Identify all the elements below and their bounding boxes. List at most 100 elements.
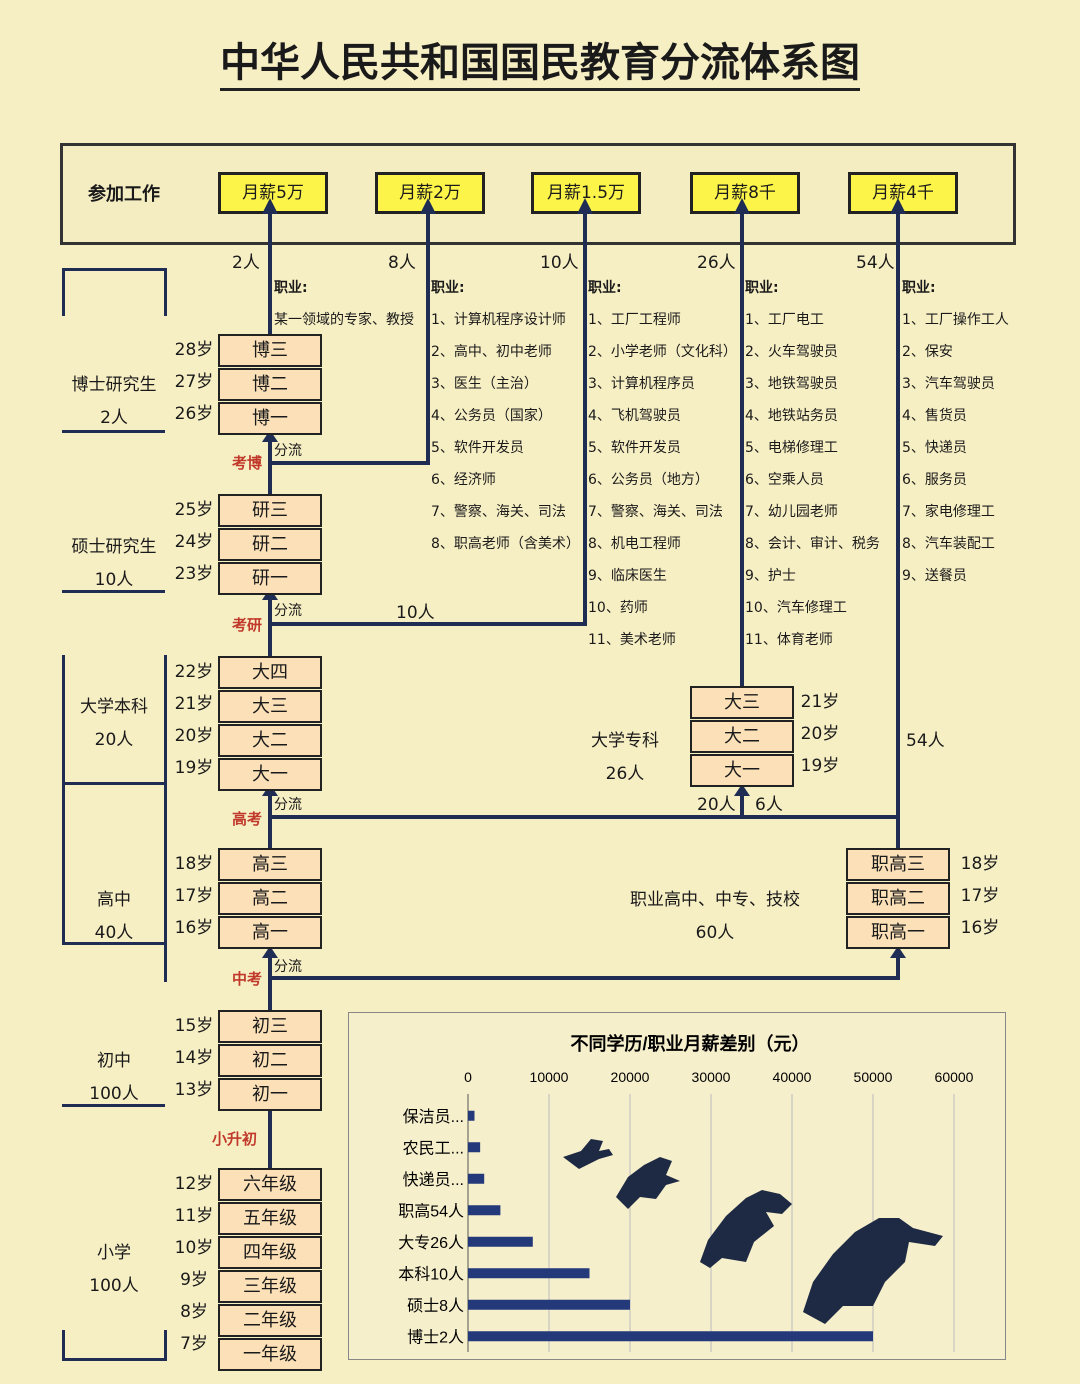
edge-pri-r (164, 1330, 167, 1360)
count-college-in: 20人 (697, 795, 736, 815)
line-college-in (740, 784, 744, 818)
jobs-master: 职业: 1、计算机程序设计师 2、高中、初中老师 3、医生（主治） 4、公务员（… (431, 272, 583, 560)
grade-cell: 大二 (690, 720, 794, 753)
stack-master: 研三 研二 研一 (218, 494, 322, 596)
bar (468, 1236, 533, 1247)
grade-cell: 三年级 (218, 1270, 322, 1303)
arrow-voc (890, 198, 906, 214)
grade-cell: 五年级 (218, 1202, 322, 1235)
stack-bachelor: 大四 大三 大二 大一 (218, 656, 322, 792)
count-master-out: 10人 (396, 603, 435, 623)
line-phd-up (268, 208, 272, 334)
stage-master: 硕士研究生 10人 (62, 532, 166, 590)
job-item: 3、医生（主治） (431, 376, 538, 392)
grade-cell: 六年级 (218, 1168, 322, 1201)
stage-primary-name: 小学 (97, 1243, 131, 1263)
job-item: 1、工厂电工 (745, 312, 824, 328)
ages-college: 21岁 20岁 19岁 (798, 686, 842, 782)
bar (468, 1110, 475, 1121)
job-item: 7、警察、海关、司法 (431, 504, 566, 520)
x-tick-label: 10000 (530, 1069, 569, 1085)
stage-vocational-count: 60人 (695, 923, 735, 943)
ages-bachelor: 22岁 21岁 20岁 19岁 (172, 656, 216, 784)
grade-cell: 大一 (218, 758, 322, 791)
stage-vocational: 职业高中、中专、技校 60人 (620, 885, 810, 943)
bar (468, 1173, 485, 1184)
job-item: 7、警察、海关、司法 (588, 504, 723, 520)
count-college-in2: 6人 (755, 795, 783, 815)
sep-high (62, 942, 167, 945)
arrow-to-voc (890, 946, 906, 958)
age: 24岁 (174, 532, 214, 552)
age: 28岁 (174, 340, 214, 360)
grade-cell: 大一 (690, 754, 794, 787)
stage-primary-count: 100人 (89, 1276, 139, 1296)
grade-cell: 大三 (690, 686, 794, 719)
job-item: 1、工厂工程师 (588, 312, 681, 328)
grade-cell: 职高三 (846, 848, 950, 881)
job-item: 5、软件开发员 (588, 440, 681, 456)
stack-middle: 初三 初二 初一 (218, 1010, 322, 1112)
arrow-to-college (734, 784, 750, 796)
stack-vocational: 职高三 职高二 职高一 (846, 848, 950, 950)
job-item: 6、经济师 (431, 472, 496, 488)
age: 25岁 (174, 500, 214, 520)
stack-phd: 博三 博二 博一 (218, 334, 322, 436)
job-item: 9、送餐员 (902, 568, 967, 584)
edge-mid-r (164, 942, 167, 982)
stage-middle-name: 初中 (97, 1051, 131, 1071)
count-vocational: 54人 (856, 253, 895, 273)
ages-vocational: 18岁 17岁 16岁 (958, 848, 1002, 944)
jobs-phd-head: 职业: (274, 280, 308, 296)
exam-zhongkao: 中考 (232, 970, 263, 988)
jobs-bachelor: 职业: 1、工厂工程师 2、小学老师（文化科） 3、计算机程序员 4、飞机驾驶员… (588, 272, 740, 656)
age: 18岁 (174, 854, 214, 874)
age: 19岁 (800, 756, 840, 776)
count-master: 8人 (388, 253, 416, 273)
stack-college: 大三 大二 大一 (690, 686, 794, 788)
line-bachelor-up (583, 208, 587, 626)
job-item: 7、家电修理工 (902, 504, 995, 520)
edge-high-l (62, 782, 65, 942)
stage-phd: 博士研究生 2人 (62, 370, 166, 428)
bar (468, 1331, 873, 1342)
job-item: 10、汽车修理工 (745, 600, 847, 616)
line-college-up (740, 208, 744, 686)
line-voc-in (896, 944, 900, 980)
category-label: 本科10人 (398, 1265, 464, 1283)
job-item: 5、快递员 (902, 440, 967, 456)
ages-master: 25岁 24岁 23岁 (172, 494, 216, 590)
age: 23岁 (174, 564, 214, 584)
runner-silhouettes (563, 1139, 943, 1324)
job-item: 11、美术老师 (588, 632, 676, 648)
age: 13岁 (174, 1080, 214, 1100)
grade-cell: 一年级 (218, 1338, 322, 1371)
stack-primary: 六年级 五年级 四年级 三年级 二年级 一年级 (218, 1168, 322, 1372)
spine-5 (268, 1108, 272, 1168)
x-tick-label: 20000 (611, 1069, 650, 1085)
jobs-vocational: 职业: 1、工厂操作工人 2、保安 3、汽车驾驶员 4、售货员 5、快递员 6、… (902, 272, 1022, 592)
stage-phd-count: 2人 (100, 408, 128, 428)
category-label: 硕士8人 (407, 1297, 464, 1315)
bar (468, 1142, 481, 1153)
age: 26岁 (174, 404, 214, 424)
jobs-college-head: 职业: (745, 280, 779, 296)
stage-bachelor-count: 20人 (94, 730, 134, 750)
runner-1-icon (563, 1139, 613, 1169)
bar (468, 1299, 630, 1310)
age: 11岁 (174, 1206, 214, 1226)
grade-cell: 大四 (218, 656, 322, 689)
grade-cell: 研一 (218, 562, 322, 595)
x-tick-label: 50000 (854, 1069, 893, 1085)
job-item: 7、幼儿园老师 (745, 504, 838, 520)
sep-middle (62, 1104, 165, 1107)
stage-high: 高中 40人 (62, 885, 166, 943)
age: 21岁 (174, 694, 214, 714)
age: 7岁 (180, 1334, 208, 1354)
jobs-phd: 职业: 某一领域的专家、教授 (274, 272, 424, 336)
age: 12岁 (174, 1174, 214, 1194)
grade-cell: 博三 (218, 334, 322, 367)
exam-gaokao: 高考 (232, 810, 263, 828)
category-label: 农民工... (403, 1139, 464, 1157)
jobs-bachelor-head: 职业: (588, 280, 622, 296)
